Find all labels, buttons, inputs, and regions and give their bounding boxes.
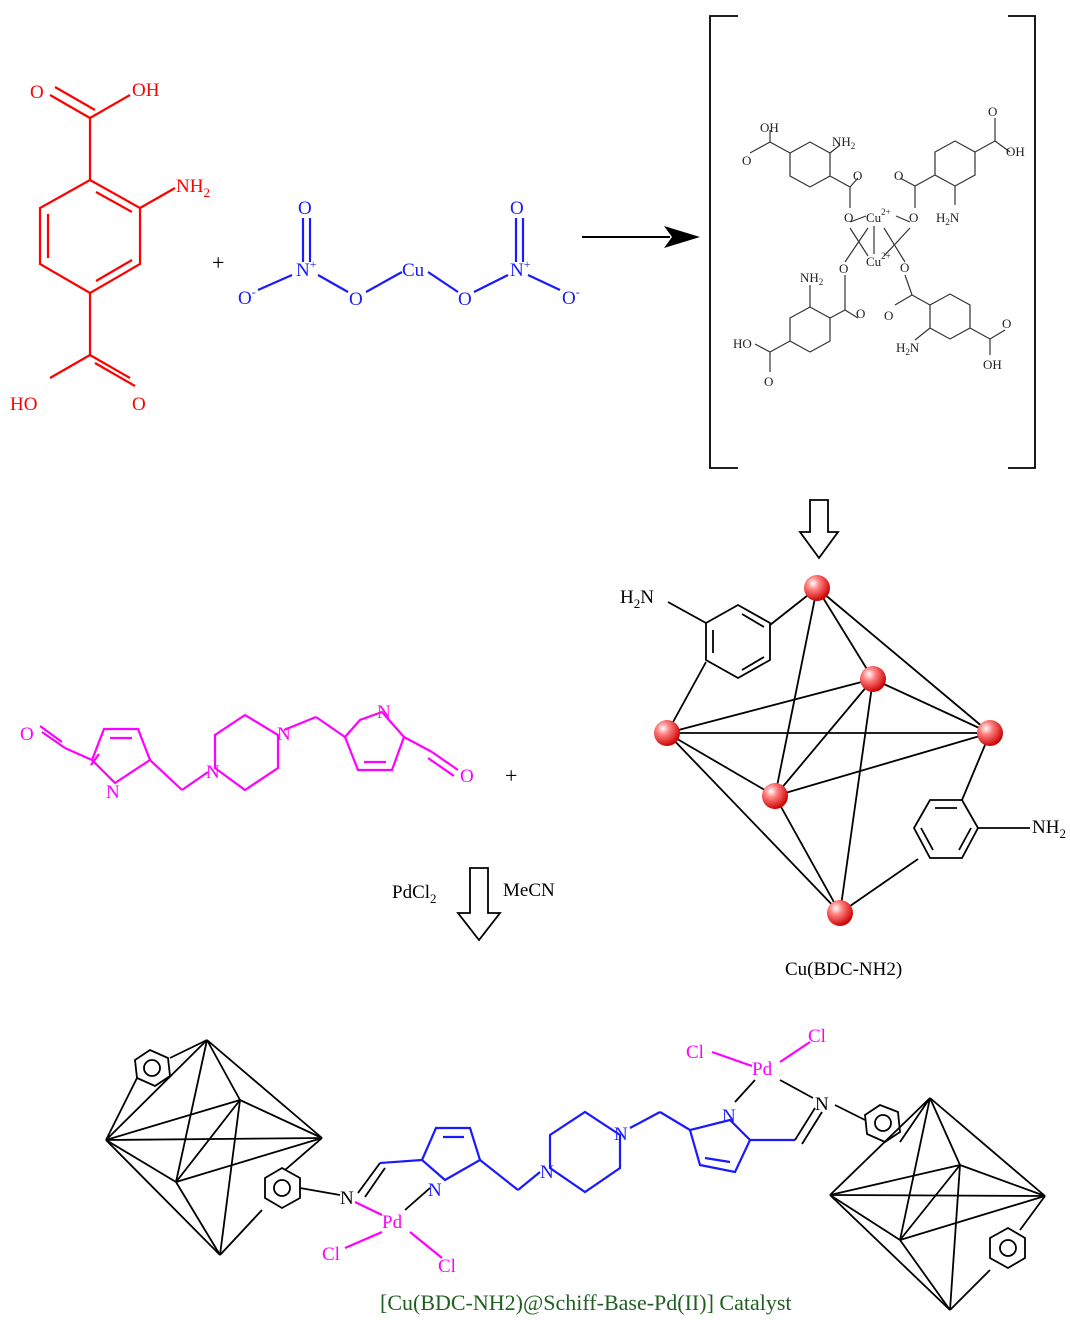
mof-octahedron: H2N NH2: [620, 575, 1066, 926]
hollow-down-arrow: [798, 499, 840, 560]
label-piperazine-n: N: [277, 724, 291, 745]
label-o: O: [894, 168, 903, 183]
label-oh: OH: [760, 120, 779, 135]
label-o: O: [909, 210, 918, 225]
label-nh2: NH2: [1032, 817, 1066, 841]
label-piperazine-n: N: [206, 762, 220, 783]
label-nitrate-ominus: O-: [562, 285, 580, 309]
label-ho: HO: [733, 336, 752, 351]
label-carbonyl-o: O: [132, 394, 146, 415]
cu-node: [762, 783, 788, 809]
catalyst-structure: N N: [105, 1026, 1046, 1311]
label-pyrrole-n: N: [722, 1106, 736, 1127]
label-carboxyl-ho: HO: [10, 394, 37, 415]
cu-node: [804, 575, 830, 601]
reagent-pdcl2: PdCl2: [392, 882, 437, 906]
label-o: O: [764, 374, 773, 389]
label-cu: Cu2+: [866, 251, 891, 269]
label-imine-n: N: [340, 1188, 354, 1209]
paddlewheel-complex: OH O NH2 O O O OH O O H2N Cu2+ Cu2+: [709, 15, 1036, 469]
label-cu: Cu2+: [866, 207, 891, 225]
reagent-mecn: MeCN: [503, 880, 555, 901]
label-o: O: [1002, 316, 1011, 331]
label-oh: OH: [1006, 144, 1025, 159]
label-aldehyde-o: O: [460, 766, 474, 787]
cu-node: [654, 720, 680, 746]
label-o: O: [853, 168, 862, 183]
label-bridge-o: O: [349, 289, 363, 310]
label-o: O: [856, 306, 865, 321]
label-aldehyde-o: O: [20, 724, 34, 745]
label-oh: OH: [983, 357, 1002, 372]
label-o: O: [988, 104, 997, 119]
label-pd: Pd: [382, 1212, 403, 1233]
aminoterephthalic-acid: O OH NH2 HO O: [10, 80, 210, 415]
label-pyrrole-n: N: [377, 702, 391, 723]
label-nitrate-n: N+: [510, 257, 531, 281]
label-carbonyl-o: O: [30, 82, 44, 103]
label-nh2: NH2: [832, 134, 855, 151]
plus-sign: +: [212, 250, 224, 275]
label-cl: Cl: [438, 1256, 456, 1277]
dialdehyde-linker: O N N N N O: [20, 702, 474, 803]
label-o: O: [844, 210, 853, 225]
label-o: O: [839, 261, 848, 276]
mof-name-label: Cu(BDC-NH2): [785, 959, 902, 980]
label-piperazine-n: N: [540, 1162, 554, 1183]
label-amine: NH2: [176, 176, 210, 200]
label-cu: Cu: [402, 260, 425, 281]
label-imine-n: N: [815, 1094, 829, 1115]
label-o: O: [884, 308, 893, 323]
label-pd: Pd: [752, 1059, 773, 1080]
label-o: O: [742, 153, 751, 168]
label-o: O: [900, 260, 909, 275]
cu-node: [860, 666, 886, 692]
hollow-down-arrow: [456, 867, 502, 942]
plus-sign: +: [505, 763, 517, 788]
label-cl: Cl: [322, 1244, 340, 1265]
label-nh2: NH2: [800, 270, 823, 287]
label-cl: Cl: [686, 1042, 704, 1063]
label-carboxyl-oh: OH: [132, 80, 160, 101]
cu-node: [977, 720, 1003, 746]
reaction-arrow: [582, 226, 700, 248]
label-nitrate-ominus: O-: [238, 285, 256, 309]
label-nitrate-n: N+: [296, 257, 317, 281]
cu-node: [827, 900, 853, 926]
label-piperazine-n: N: [614, 1124, 628, 1145]
label-pyrrole-n: N: [106, 782, 120, 803]
label-nitrate-o: O: [510, 198, 524, 219]
label-pyrrole-n: N: [428, 1180, 442, 1201]
label-h2n: H2N: [936, 210, 960, 227]
label-cl: Cl: [808, 1026, 826, 1047]
label-h2n: H2N: [896, 340, 920, 357]
label-nitrate-o: O: [298, 198, 312, 219]
copper-nitrate: O N+ O- O Cu O O N+ O-: [238, 198, 580, 310]
catalyst-name-label: [Cu(BDC-NH2)@Schiff-Base-Pd(II)] Catalys…: [380, 1290, 792, 1315]
label-h2n: H2N: [620, 587, 654, 611]
label-bridge-o: O: [458, 289, 472, 310]
